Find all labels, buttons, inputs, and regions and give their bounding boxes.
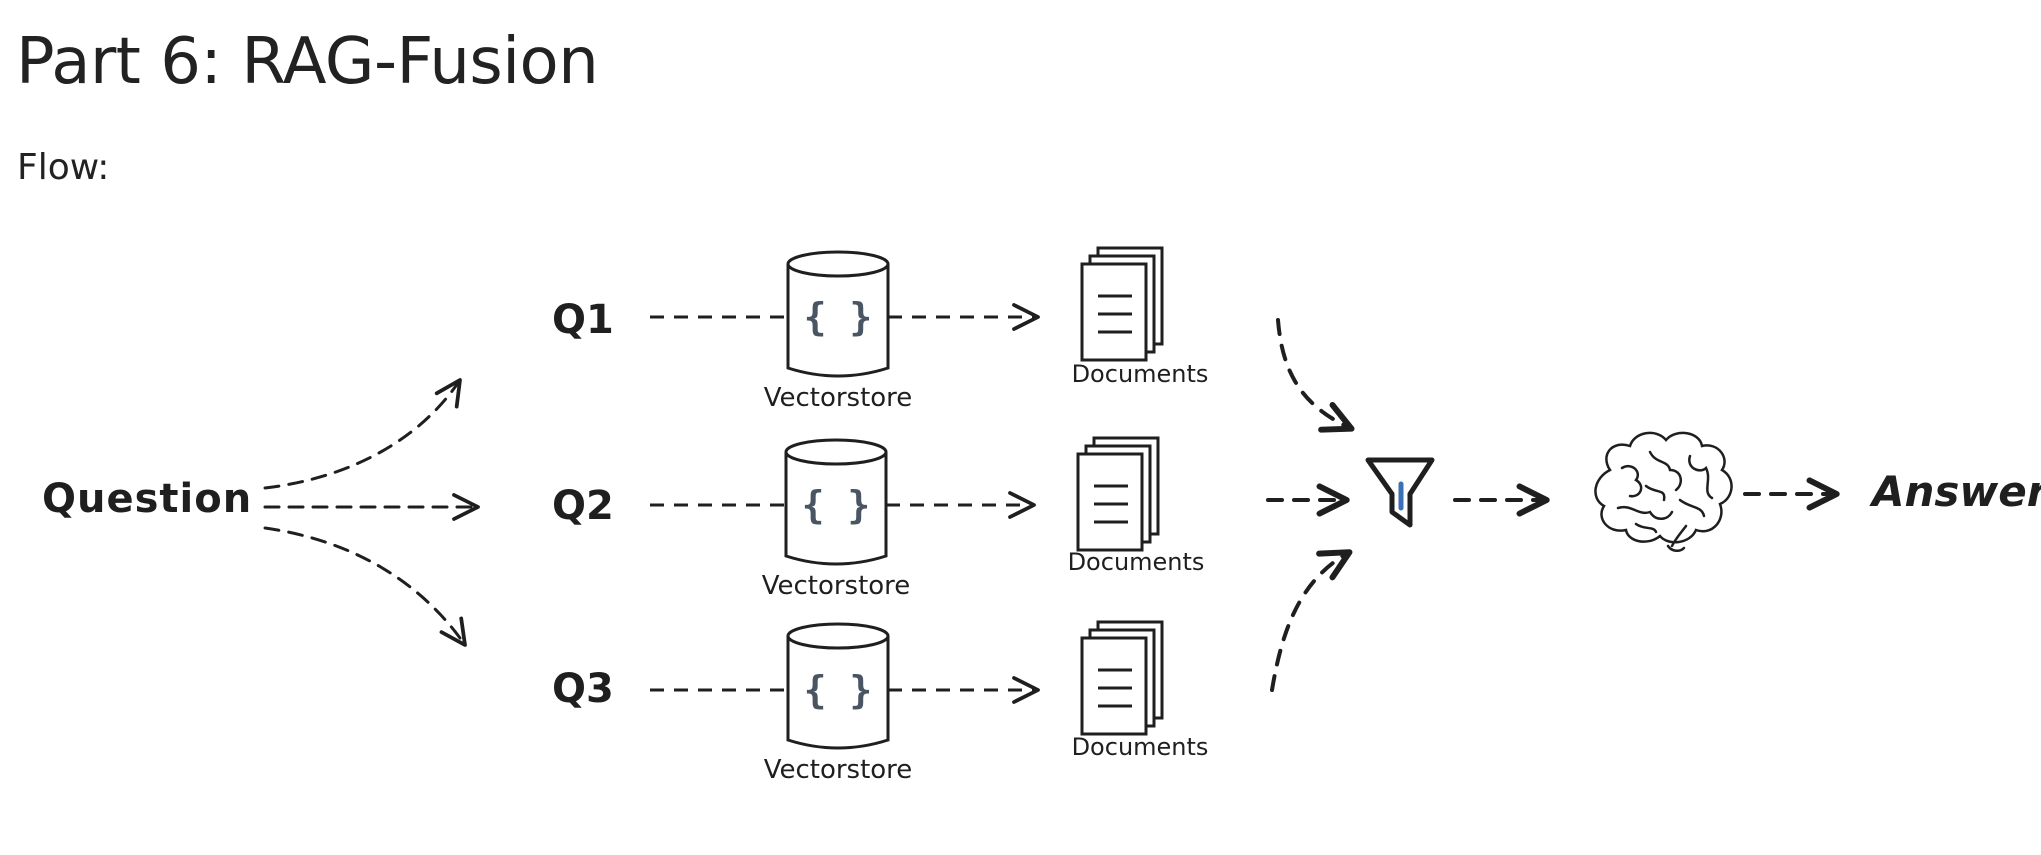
documents-2: Documents [1068, 436, 1205, 576]
arrow-to-q1 [263, 378, 462, 490]
store-icon-glyph: { } [804, 295, 873, 339]
vectorstore-label: Vectorstore [762, 571, 911, 601]
funnel-icon [1365, 457, 1435, 528]
documents-icon [1080, 246, 1164, 362]
documents-label: Documents [1072, 360, 1209, 388]
query-label-q2: Q2 [552, 483, 614, 529]
arrow-to-q3 [263, 526, 467, 647]
query-row-2: Q2 { } Vectorstore Documents [552, 436, 1205, 601]
vectorstore-label: Vectorstore [764, 755, 913, 785]
arrow-docs1-to-filter [1276, 318, 1355, 433]
query-label-q1: Q1 [552, 297, 614, 343]
query-row-1: Q1 { } Vectorstore Documents [552, 246, 1209, 413]
store-icon-glyph: { } [802, 483, 871, 527]
query-label-q3: Q3 [552, 666, 614, 712]
database-icon [786, 264, 890, 378]
fanin-arrows [1266, 318, 1355, 692]
brain-icon [1594, 431, 1733, 552]
documents-label: Documents [1068, 548, 1205, 576]
documents-icon [1080, 620, 1164, 736]
store-icon-glyph: { } [804, 668, 873, 712]
vectorstore-3: { } Vectorstore [764, 622, 913, 785]
flow-label: Flow: [17, 147, 110, 188]
query-row-3: Q3 { } Vectorstore Documents [552, 620, 1209, 785]
answer-label: Answer [1869, 467, 2041, 516]
vectorstore-label: Vectorstore [764, 383, 913, 413]
documents-icon [1076, 436, 1160, 552]
vectorstore-1: { } Vectorstore [764, 250, 913, 413]
documents-1: Documents [1072, 246, 1209, 388]
database-icon [786, 636, 890, 750]
database-icon [784, 452, 888, 566]
page-title: Part 6: RAG-Fusion [16, 25, 599, 99]
fanout-arrows [263, 378, 480, 647]
documents-3: Documents [1072, 620, 1209, 761]
arrow-docs3-to-filter [1270, 549, 1353, 692]
vectorstore-2: { } Vectorstore [762, 438, 911, 601]
documents-label: Documents [1072, 733, 1209, 761]
question-label: Question [42, 476, 252, 522]
